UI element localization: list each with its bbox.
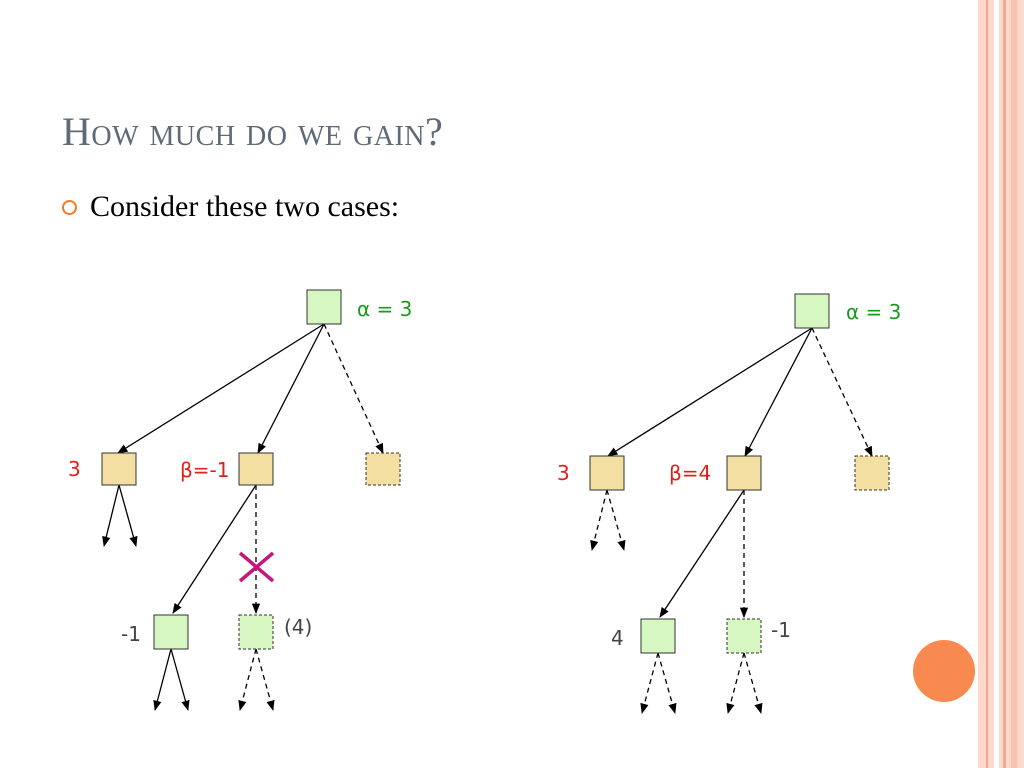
left-child1-value: 3 [68,457,81,481]
left-root-alpha-label: α = 3 [357,297,412,321]
right-child1-value: 3 [557,461,570,485]
left-edge-root-child1 [117,323,325,454]
prune-cross-icon [238,551,275,583]
right-child2-beta-label: β=4 [669,461,711,485]
left-gc1-max-node [153,614,189,650]
left-gc1-value: -1 [121,622,141,646]
right-gc2-value: -1 [771,618,791,642]
right-child1-leaf-a [590,489,608,552]
left-gc2-max-node-pruned [238,614,274,650]
left-edge-child2-gc1 [172,484,257,614]
left-edge-root-child3 [323,323,384,454]
right-edge-child2-gc1 [659,489,745,618]
right-gc1-leaf-a [640,652,659,715]
left-child1-leaf-b [118,484,138,548]
right-child2-min-node [726,455,762,491]
right-edge-root-child3 [811,327,873,457]
left-tree [102,323,384,712]
right-gc1-max-node [640,618,676,654]
left-edge-root-child2 [257,323,325,454]
right-edge-root-child2 [744,327,813,457]
right-gc2-leaf-b [743,652,763,715]
left-child2-min-node [238,452,274,486]
right-child3-min-node-pruned [854,455,890,491]
right-root-max-node [794,293,830,329]
left-child3-min-node-pruned [365,452,401,486]
right-tree [590,327,873,715]
left-child1-leaf-a [102,484,120,548]
left-gc1-leaf-b [170,648,190,712]
left-child1-min-node [101,452,137,486]
left-gc1-leaf-a [153,648,172,712]
bullet-circle-icon [62,199,77,215]
bullet-item: Consider these two cases: [62,190,399,224]
right-child1-leaf-b [606,489,626,552]
right-edge-root-child1 [607,327,813,457]
slide-title: How much do we gain? [62,109,444,154]
right-gc1-value: 4 [611,626,624,650]
right-gc1-leaf-b [657,652,677,715]
right-child1-min-node [589,455,625,491]
left-gc2-leaf-a [238,648,257,712]
right-edge-stripes [978,0,1024,768]
decorative-orange-circle [913,640,975,702]
left-root-max-node [306,289,342,325]
right-gc2-max-node-dashed [726,618,762,654]
right-root-alpha-label: α = 3 [846,300,901,324]
right-gc2-leaf-a [726,652,745,715]
bullet-text: Consider these two cases: [90,190,400,223]
left-gc2-leaf-b [255,648,275,712]
left-child2-beta-label: β=-1 [180,458,229,482]
left-gc2-value: (4) [284,615,312,639]
